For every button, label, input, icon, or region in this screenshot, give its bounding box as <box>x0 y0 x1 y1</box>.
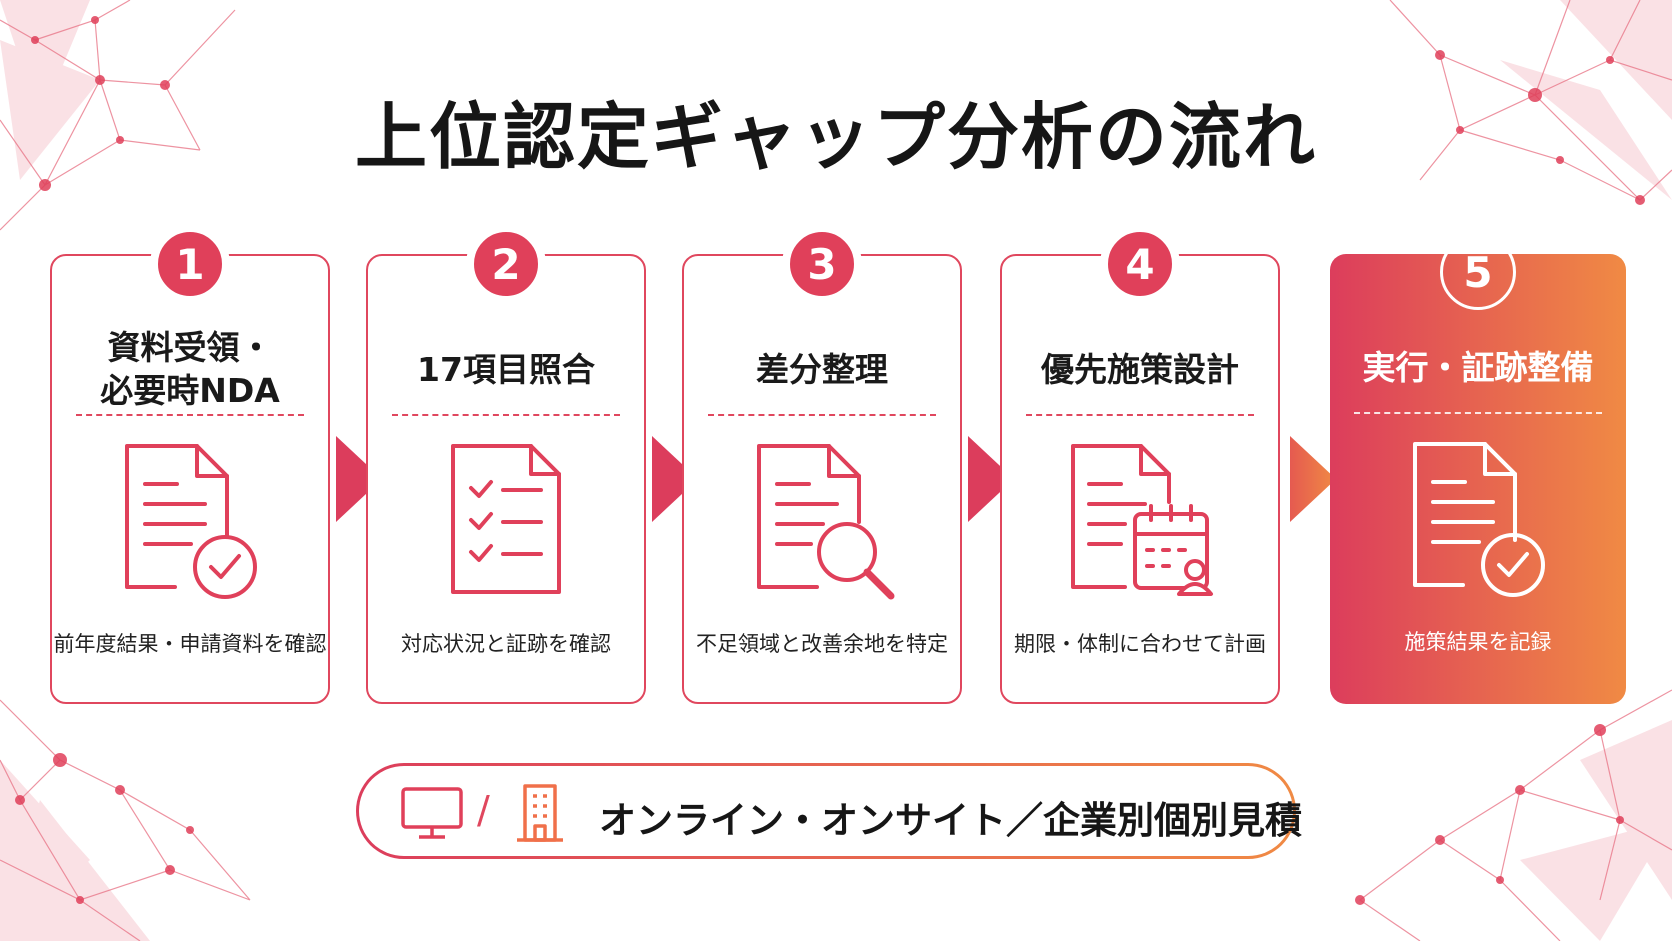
step-number-badge: 4 <box>1100 224 1180 304</box>
dashed-divider <box>76 414 304 416</box>
step-card-4: 4 優先施策設計 期限・体制に合わせて計画 <box>1000 224 1280 704</box>
arrow-right-icon <box>652 436 698 522</box>
arrow-right-icon <box>968 436 1014 522</box>
step-number-badge: 3 <box>782 224 862 304</box>
step-card-5: 5 実行・証跡整備 施策結果を記録 <box>1330 234 1626 704</box>
arrow-right-icon <box>336 436 382 522</box>
document-calendar-person-icon <box>1071 444 1213 596</box>
dashed-divider <box>1354 412 1602 414</box>
document-search-icon <box>757 444 895 600</box>
arrow-right-icon <box>1290 436 1336 522</box>
step-description: 不足領域と改善余地を特定 <box>696 632 948 656</box>
step-description: 施策結果を記録 <box>1404 630 1552 654</box>
step-title: 資料受領・ 必要時NDA <box>100 328 280 410</box>
document-check-icon <box>1413 442 1545 597</box>
dashed-divider <box>392 414 620 416</box>
document-check-icon <box>125 444 257 599</box>
checklist-document-icon <box>451 444 561 594</box>
step-description: 対応状況と証跡を確認 <box>401 632 611 656</box>
step-card-2: 2 17項目照合 対応状況と証跡を確認 <box>366 224 646 704</box>
step-title: 実行・証跡整備 <box>1362 347 1594 387</box>
step-description: 期限・体制に合わせて計画 <box>1014 632 1266 656</box>
building-icon <box>517 784 563 842</box>
delivery-info-pill: / オンライン・オンサイト／企業別個別見積 <box>356 763 1302 859</box>
monitor-icon <box>401 787 463 839</box>
step-number-badge: 5 <box>1440 234 1516 310</box>
step-number-badge: 1 <box>150 224 230 304</box>
page-title: 上位認定ギャップ分析の流れ <box>354 95 1317 179</box>
delivery-info-text: オンライン・オンサイト／企業別個別見積 <box>599 799 1302 842</box>
step-card-3: 3 差分整理 不足領域と改善余地を特定 <box>682 224 962 704</box>
dashed-divider <box>1026 414 1254 416</box>
step-title: 優先施策設計 <box>1041 349 1239 389</box>
step-title: 17項目照合 <box>417 349 595 389</box>
step-title: 差分整理 <box>756 349 888 389</box>
step-number-badge: 2 <box>466 224 546 304</box>
dashed-divider <box>708 414 936 416</box>
separator-slash: / <box>477 788 490 832</box>
step-card-1: 1 資料受領・ 必要時NDA 前年度結果・申請資料を確認 <box>50 224 330 704</box>
step-description: 前年度結果・申請資料を確認 <box>53 632 327 656</box>
